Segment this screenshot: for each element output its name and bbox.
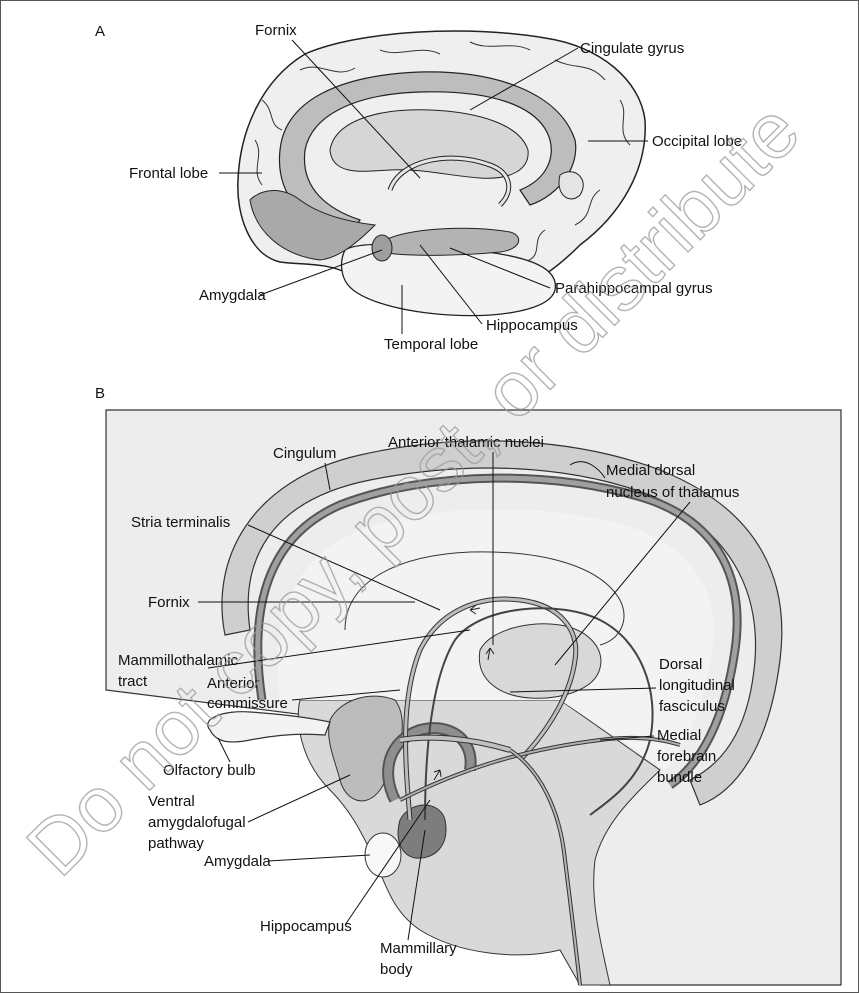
label-b-dorsal-longitudinal-1: Dorsal [659, 656, 702, 673]
label-b-stria-terminalis: Stria terminalis [131, 514, 230, 531]
label-b-ventral-amygdalofugal-3: pathway [148, 835, 204, 852]
label-b-medial-forebrain-3: bundle [657, 769, 702, 786]
panel-b-letter: B [95, 385, 105, 402]
label-b-fornix: Fornix [148, 594, 190, 611]
label-a-frontal-lobe: Frontal lobe [129, 165, 208, 182]
label-b-mammillary-1: Mammillary [380, 940, 457, 957]
amygdala-body [365, 833, 401, 877]
label-b-mammillothalamic-2: tract [118, 673, 148, 690]
label-a-cingulate-gyrus: Cingulate gyrus [580, 40, 684, 57]
label-a-amygdala: Amygdala [199, 287, 266, 304]
label-a-temporal-lobe: Temporal lobe [384, 336, 478, 353]
label-b-cingulum: Cingulum [273, 445, 336, 462]
panel-a-letter: A [95, 23, 105, 40]
label-b-medial-dorsal-2: nucleus of thalamus [606, 484, 739, 501]
label-b-dorsal-longitudinal-3: fasciculus [659, 698, 725, 715]
label-b-ventral-amygdalofugal-2: amygdalofugal [148, 814, 246, 831]
occipital-detail [559, 172, 583, 199]
label-b-medial-forebrain-1: Medial [657, 727, 701, 744]
label-b-hippocampus: Hippocampus [260, 918, 352, 935]
label-b-medial-dorsal-1: Medial dorsal [606, 462, 695, 479]
label-b-amygdala: Amygdala [204, 853, 271, 870]
thalamus-shape [479, 624, 601, 699]
label-a-fornix: Fornix [255, 22, 297, 39]
label-b-mammillary-2: body [380, 961, 413, 978]
amygdala-shape [372, 235, 392, 261]
label-b-dorsal-longitudinal-2: longitudinal [659, 677, 735, 694]
label-b-medial-forebrain-2: forebrain [657, 748, 716, 765]
